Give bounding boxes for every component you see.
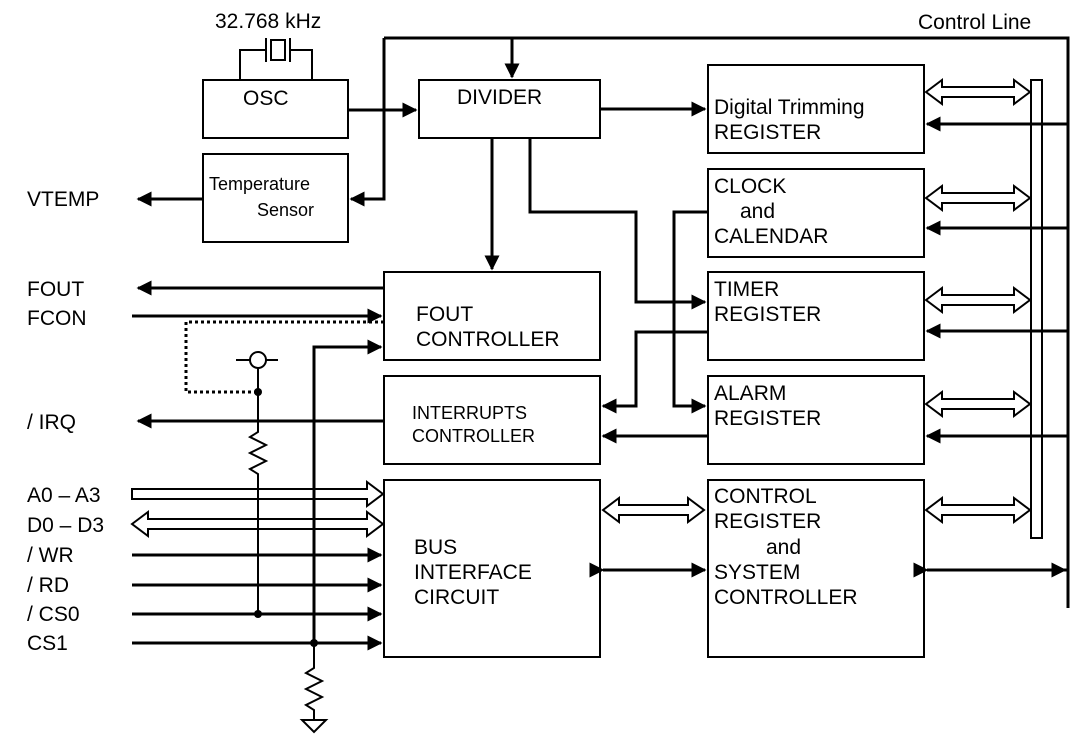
timer-line-1: TIMER xyxy=(714,278,779,301)
pin-fcon: FCON xyxy=(27,307,87,330)
internal-wiring xyxy=(136,38,1068,578)
temp-sensor-line-2: Sensor xyxy=(257,200,314,220)
pin-cs1: CS1 xyxy=(27,632,68,655)
data-bus-arrows xyxy=(601,78,1032,524)
pin-fout: FOUT xyxy=(27,278,84,301)
control-line-label: Control Line xyxy=(918,11,1031,34)
alarm-line-2: REGISTER xyxy=(714,407,821,430)
clock-calendar-line-3: CALENDAR xyxy=(714,225,828,248)
timer-line-2: REGISTER xyxy=(714,303,821,326)
clock-calendar-line-1: CLOCK xyxy=(714,175,786,198)
temp-sensor-line-1: Temperature xyxy=(209,174,310,194)
divider-block: DIVIDER xyxy=(418,79,601,139)
internal-data-bus xyxy=(1030,79,1043,539)
control-register-line-2: REGISTER xyxy=(714,510,821,533)
clock-calendar-line-2: and xyxy=(740,200,775,223)
control-register-line-1: CONTROL xyxy=(714,485,817,508)
interrupts-controller-line-1: INTERRUPTS xyxy=(412,403,527,423)
pin-wiring xyxy=(130,280,385,734)
pin-d0-d3: D0 – D3 xyxy=(27,514,104,537)
pin-cs0: / CS0 xyxy=(27,603,80,626)
interrupts-controller-block: INTERRUPTS CONTROLLER xyxy=(383,375,601,465)
osc-label: OSC xyxy=(243,87,289,110)
alarm-register-block: ALARM REGISTER xyxy=(707,375,925,465)
control-line: Control Line xyxy=(384,11,1070,608)
fout-controller-line-2: CONTROLLER xyxy=(416,328,560,351)
bus-interface-block: BUS INTERFACE CIRCUIT xyxy=(383,479,601,658)
alarm-line-1: ALARM xyxy=(714,382,786,405)
control-register-line-5: CONTROLLER xyxy=(714,586,858,609)
digital-trimming-register-block: Digital Trimming REGISTER xyxy=(707,64,925,154)
digital-trimming-line-2: REGISTER xyxy=(714,121,821,144)
bus-interface-line-3: CIRCUIT xyxy=(414,586,499,609)
interrupts-controller-line-2: CONTROLLER xyxy=(412,426,535,446)
pin-wr: / WR xyxy=(27,544,74,567)
temperature-sensor-block: Temperature Sensor xyxy=(202,153,349,243)
control-register-block: CONTROL REGISTER and SYSTEM CONTROLLER xyxy=(707,479,925,658)
bus-interface-line-1: BUS xyxy=(414,536,457,559)
pin-rd: / RD xyxy=(27,574,69,597)
crystal: 32.768 kHz xyxy=(215,10,321,80)
digital-trimming-line-1: Digital Trimming xyxy=(714,96,865,119)
osc-block: OSC xyxy=(202,79,349,139)
fout-controller-block: FOUT CONTROLLER xyxy=(383,271,601,361)
pin-a0-a3: A0 – A3 xyxy=(27,484,101,507)
pin-labels: VTEMP FOUT FCON / IRQ A0 – A3 D0 – D3 / … xyxy=(27,188,104,655)
fout-controller-line-1: FOUT xyxy=(416,303,473,326)
pin-irq: / IRQ xyxy=(27,411,76,434)
divider-label: DIVIDER xyxy=(457,86,542,109)
bus-interface-line-2: INTERFACE xyxy=(414,561,532,584)
crystal-frequency-label: 32.768 kHz xyxy=(215,10,321,33)
timer-register-block: TIMER REGISTER xyxy=(707,271,925,361)
control-register-line-4: SYSTEM xyxy=(714,561,800,584)
control-register-line-3: and xyxy=(766,536,801,559)
clock-calendar-block: CLOCK and CALENDAR xyxy=(707,168,925,258)
pin-vtemp: VTEMP xyxy=(27,188,99,211)
